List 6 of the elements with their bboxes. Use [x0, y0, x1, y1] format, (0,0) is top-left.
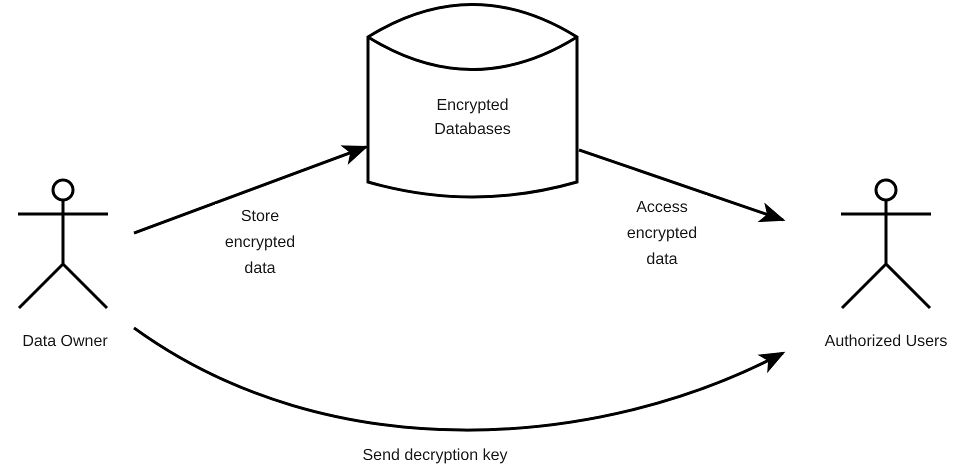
arrow — [133, 145, 368, 234]
arrow — [578, 148, 786, 222]
node-label: Authorized Users — [824, 332, 948, 352]
node-label: Data Owner — [21, 332, 109, 352]
arrow — [133, 326, 786, 432]
node-label: Encrypted Databases — [433, 96, 512, 140]
